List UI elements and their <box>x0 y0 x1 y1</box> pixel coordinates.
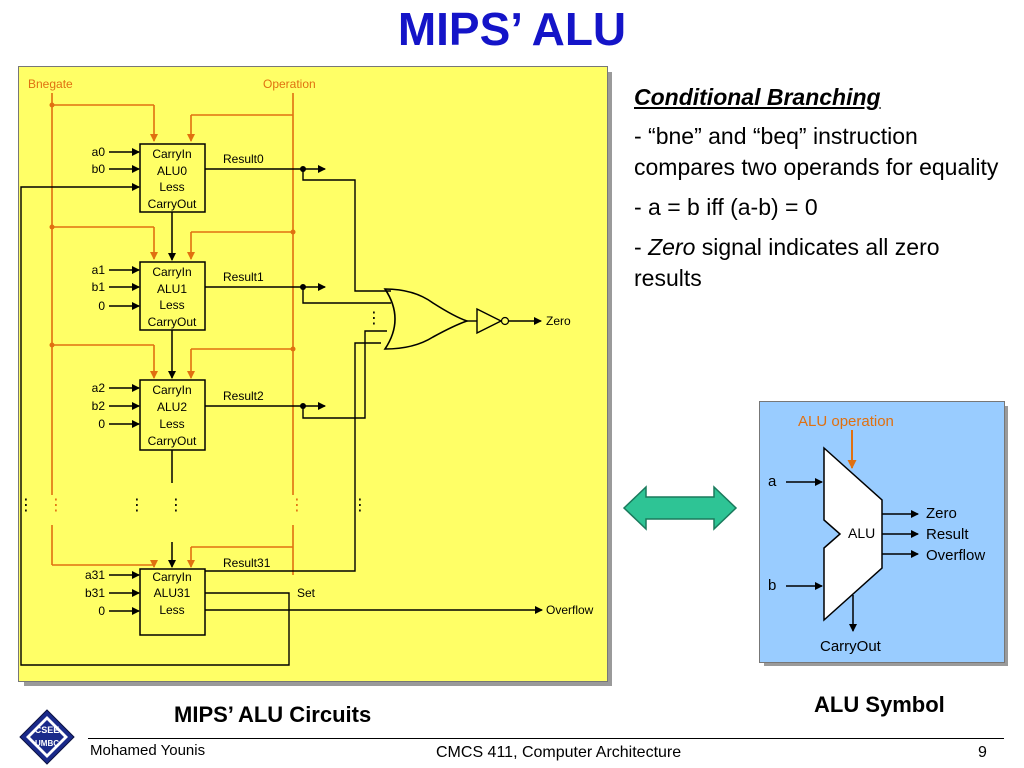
operation-label: Operation <box>263 77 316 91</box>
alu0-less: Less <box>159 180 184 194</box>
branching-bullet-1: - “bne” and “beq” instruction compares t… <box>634 123 999 180</box>
alu0-carryin: CarryIn <box>152 147 191 161</box>
operation-junctions <box>290 229 296 352</box>
result1-label: Result1 <box>223 270 264 284</box>
alu1-name: ALU1 <box>157 282 187 296</box>
alu31-input-b: b31 <box>85 586 105 600</box>
alu-operation-label: ALU operation <box>798 413 894 430</box>
circuit-panel: Bnegate Operation <box>18 66 608 682</box>
bullet3-rest: signal indicates all zero results <box>634 234 940 291</box>
footer-divider <box>88 738 1004 739</box>
alu-carryout-label: CarryOut <box>820 638 882 655</box>
alu-output-result: Result <box>926 526 969 543</box>
operation-wiring <box>187 93 294 575</box>
alu-symbol-diagram: ALU operation ALU a b Zero Result Overfl… <box>768 413 985 655</box>
alu-symbol-shape <box>823 446 883 622</box>
alu2-less: Less <box>159 417 184 431</box>
alu1-box <box>139 261 206 331</box>
double-arrow-icon <box>622 485 738 531</box>
alu0-carryout: CarryOut <box>148 197 197 211</box>
alu1-input-less: 0 <box>98 299 105 313</box>
slide-title: MIPS’ ALU <box>397 3 627 55</box>
alu-ellipsis: ⋮ <box>129 497 145 514</box>
alu2-carryin: CarryIn <box>152 383 191 397</box>
branching-bullet-3: - Zero signal indicates all zero results <box>634 232 1006 294</box>
alu2-carryout: CarryOut <box>148 434 197 448</box>
footer-page-number: 9 <box>978 744 987 761</box>
inverter <box>476 307 503 335</box>
bnegate-label: Bnegate <box>28 77 73 91</box>
operation-ellipsis: ⋮ <box>289 497 305 514</box>
alu-output-zero: Zero <box>926 505 957 522</box>
zero-term: Zero <box>648 234 696 260</box>
alu0-input-a: a0 <box>92 145 106 159</box>
zero-label: Zero <box>546 314 571 328</box>
footer-course: CMCS 411, Computer Architecture <box>436 744 682 761</box>
carry-ellipsis: ⋮ <box>168 497 184 514</box>
alu31-box <box>139 568 206 636</box>
left-ellipsis: ⋮ <box>19 497 34 514</box>
result31-label: Result31 <box>223 556 271 570</box>
alu0-input-b: b0 <box>92 162 106 176</box>
branching-bullet-2: - a = b iff (a-b) = 0 <box>634 194 818 220</box>
result2-label: Result2 <box>223 389 264 403</box>
alu-input-a-label: a <box>768 473 777 490</box>
overflow-label: Overflow <box>546 603 594 617</box>
alu0-box <box>139 143 206 213</box>
alu1-input-b: b1 <box>92 280 106 294</box>
symbol-caption: ALU Symbol <box>814 692 945 717</box>
alu2-input-a: a2 <box>92 381 106 395</box>
footer-author: Mohamed Younis <box>90 742 206 759</box>
alu2-name: ALU2 <box>157 400 187 414</box>
alu2-input-less: 0 <box>98 417 105 431</box>
alu1-carryout: CarryOut <box>148 315 197 329</box>
alu31-input-a: a31 <box>85 568 105 582</box>
set-label: Set <box>297 586 316 600</box>
alu1-input-a: a1 <box>92 263 106 277</box>
or-gate <box>383 288 470 350</box>
result-ellipsis: ⋮ <box>352 497 368 514</box>
logo-umbc: UMBC <box>35 739 59 748</box>
csee-umbc-logo: CSEE UMBC <box>19 709 75 765</box>
alu2-input-b: b2 <box>92 399 106 413</box>
alu0-name: ALU0 <box>157 164 187 178</box>
alu31-input-less: 0 <box>98 604 105 618</box>
alu-input-b-label: b <box>768 577 776 594</box>
result0-label: Result0 <box>223 152 264 166</box>
circuit-caption: MIPS’ ALU Circuits <box>174 702 372 727</box>
branching-heading: Conditional Branching <box>634 84 881 110</box>
bnegate-junctions <box>49 102 55 348</box>
or-gate-ellipsis: ⋮ <box>366 310 382 327</box>
bnegate-ellipsis: ⋮ <box>48 497 64 514</box>
alu1-less: Less <box>159 298 184 312</box>
alu31-carryin: CarryIn <box>152 570 191 584</box>
alu-circuit-diagram: Bnegate Operation <box>19 77 594 666</box>
alu-symbol-panel: ALU operation ALU a b Zero Result Overfl… <box>759 401 1005 663</box>
alu31-name: ALU31 <box>154 586 191 600</box>
bullet3-prefix: - <box>634 234 649 260</box>
logo-csee: CSEE <box>35 725 60 735</box>
alu-symbol-label: ALU <box>848 525 875 541</box>
branching-text: Conditional Branching - “bne” and “beq” … <box>634 82 1006 303</box>
bnegate-wiring <box>51 93 158 568</box>
alu31-less: Less <box>159 603 184 617</box>
alu2-box <box>139 379 206 451</box>
alu-output-overflow: Overflow <box>926 547 985 564</box>
alu1-carryin: CarryIn <box>152 265 191 279</box>
